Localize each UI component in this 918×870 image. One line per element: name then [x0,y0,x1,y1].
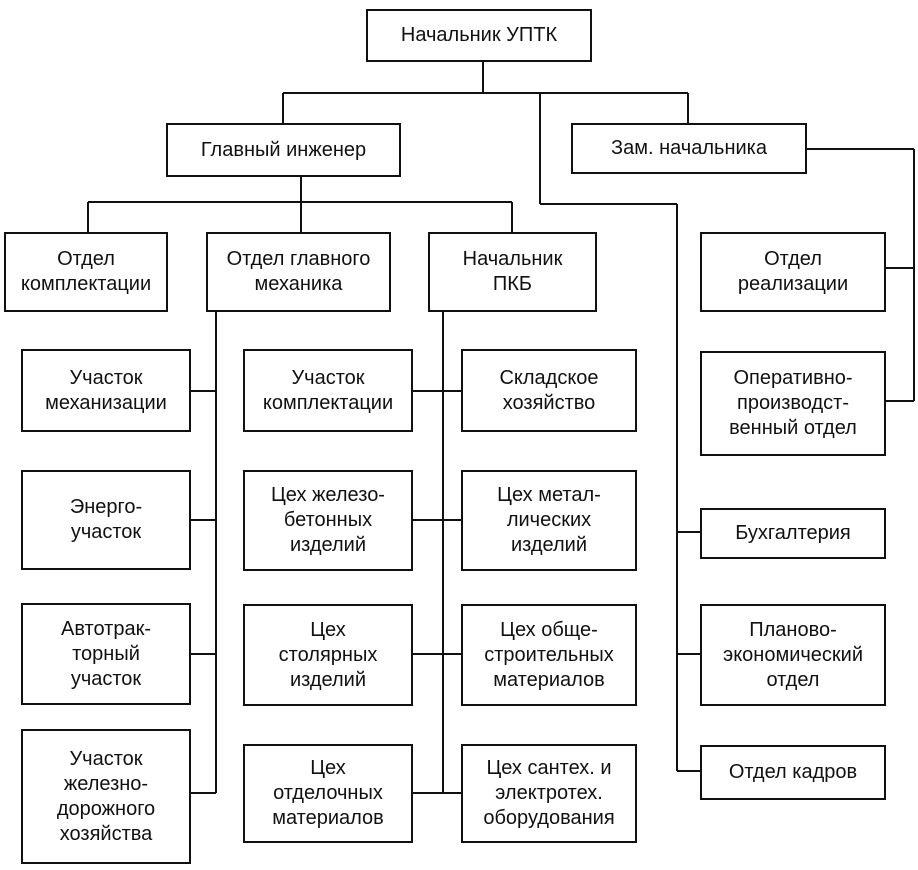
node-joinery-shop: Цех столярных изделий [243,604,413,706]
node-motor-tractor-site: Автотрак- торный участок [21,603,191,705]
node-energy-site: Энерго- участок [21,470,191,570]
node-head: Начальник УПТК [366,9,592,62]
node-procurement-dept: Отдел комплектации [4,232,168,312]
node-warehouse: Складское хозяйство [461,349,637,432]
node-general-building-shop: Цех обще- строительных материалов [461,604,637,706]
node-mechanization-site: Участок механизации [21,349,191,432]
node-sanitary-electrical-shop: Цех сантех. и электротех. оборудования [461,744,637,843]
node-finishing-shop: Цех отделочных материалов [243,744,413,843]
node-planning-dept: Планово- экономический отдел [700,604,886,706]
node-chief-engineer: Главный инженер [166,123,401,177]
node-pkb-head: Начальник ПКБ [428,232,597,312]
node-procurement-site: Участок комплектации [243,349,413,432]
node-rc-products-shop: Цех железо- бетонных изделий [243,470,413,571]
node-hr-dept: Отдел кадров [700,745,886,800]
node-sales-dept: Отдел реализации [700,232,886,312]
node-operations-dept: Оперативно- производст- венный отдел [700,351,886,456]
node-railway-site: Участок железно- дорожного хозяйства [21,729,191,864]
node-accounting: Бухгалтерия [700,508,886,559]
node-metal-products-shop: Цех метал- лических изделий [461,470,637,571]
node-deputy: Зам. начальника [571,123,807,174]
node-chief-mechanic-dept: Отдел главного механика [206,232,391,312]
